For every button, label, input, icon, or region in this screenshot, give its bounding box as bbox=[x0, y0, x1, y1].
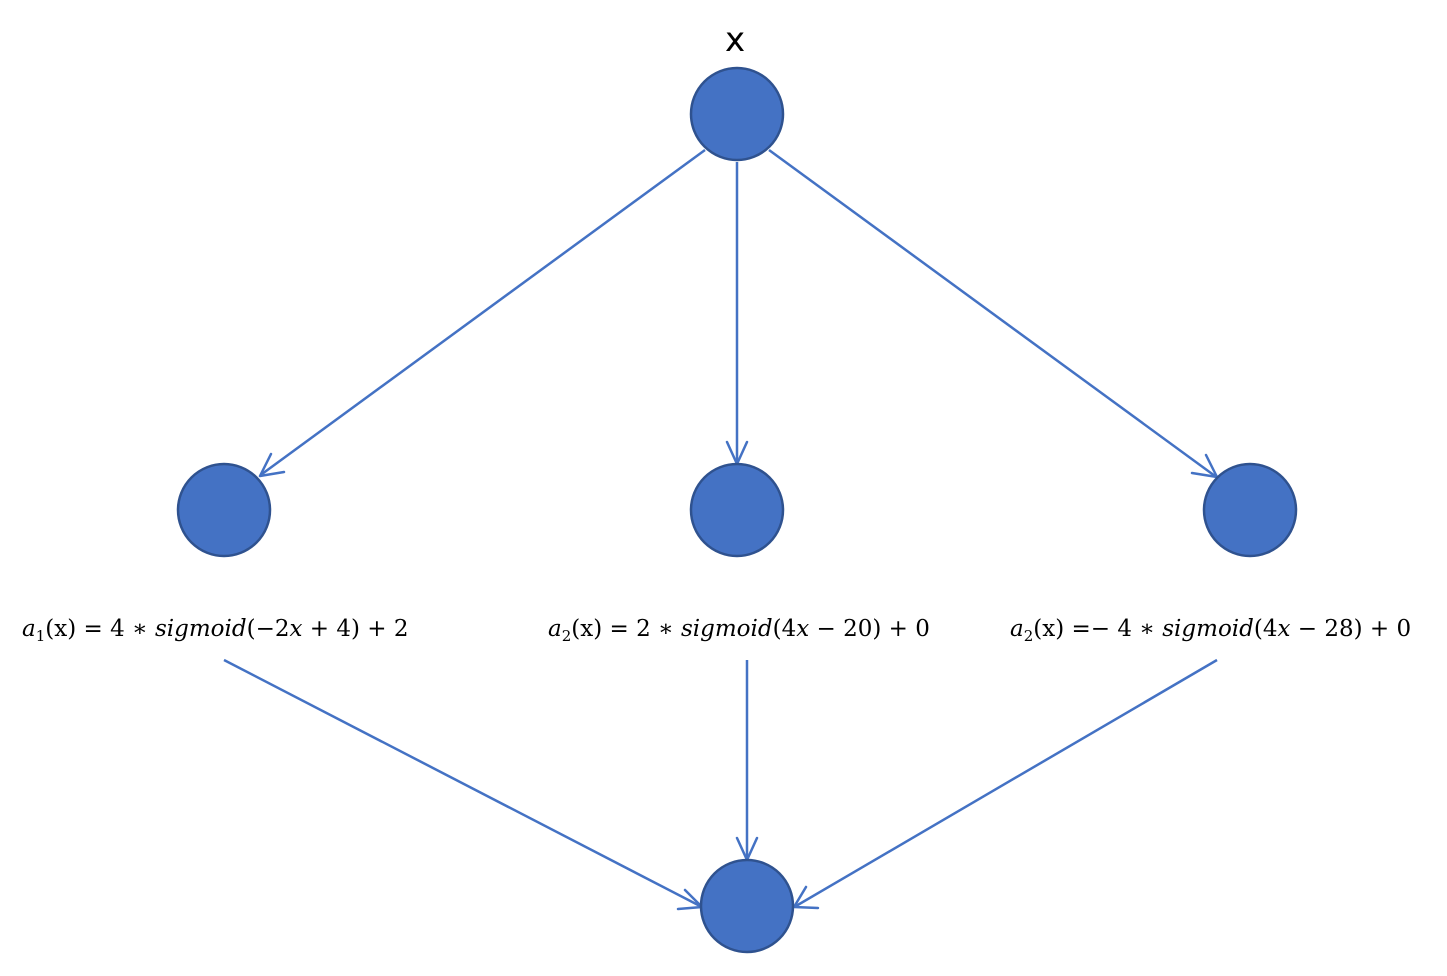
edge-input-to-hidden-3 bbox=[768, 148, 1216, 478]
hidden-node-1 bbox=[176, 462, 272, 558]
hidden-node-3 bbox=[1202, 462, 1298, 558]
formula-hidden-1: a1(x) = 4 ∗ sigmoid(−2x + 4) + 2 bbox=[22, 616, 409, 645]
output-node bbox=[699, 858, 795, 954]
input-node bbox=[689, 66, 785, 162]
formula-hidden-3: a2(x) =− 4 ∗ sigmoid(4x − 28) + 0 bbox=[1010, 616, 1412, 645]
edge-hidden-1-to-output bbox=[223, 658, 701, 908]
hidden-node-2 bbox=[689, 462, 785, 558]
formula-hidden-2: a2(x) = 2 ∗ sigmoid(4x − 20) + 0 bbox=[548, 616, 930, 645]
input-label: x bbox=[725, 20, 745, 60]
arrowhead-hidden-1 bbox=[258, 452, 286, 478]
edge-input-to-hidden-1 bbox=[261, 148, 706, 476]
edge-hidden-3-to-output bbox=[795, 658, 1218, 908]
